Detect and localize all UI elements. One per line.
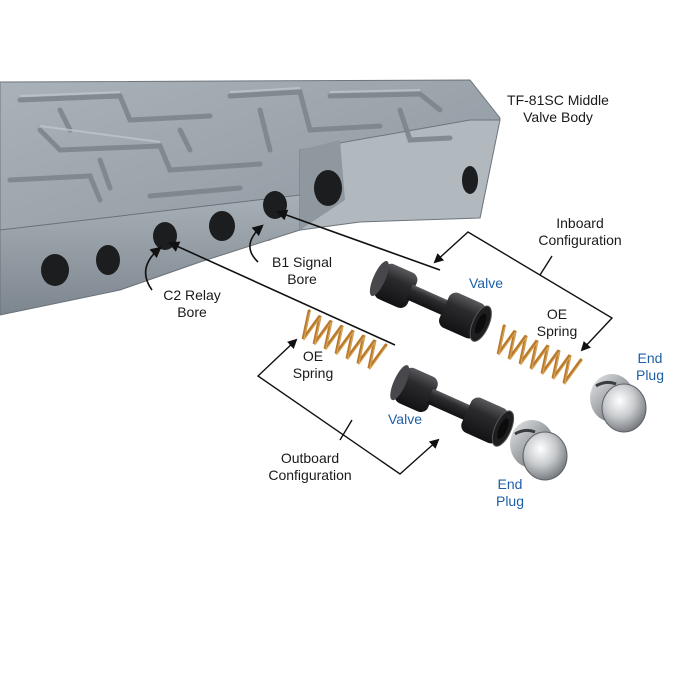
inboard-spring <box>496 324 583 385</box>
outboard-end-plug <box>510 420 568 481</box>
title-line-1: TF-81SC Middle <box>507 92 609 108</box>
valve-body-casting <box>0 79 501 316</box>
inboard-valve-label: Valve <box>469 275 503 291</box>
inboard-configuration-label: Inboard Configuration <box>538 215 622 248</box>
b1-signal-bore-label: B1 Signal Bore <box>272 254 332 287</box>
b1-label-curve <box>249 224 264 263</box>
outboard-end-plug-label: End Plug <box>495 476 525 509</box>
c2-label-curve <box>144 246 162 291</box>
inboard-spring-label: OE Spring <box>536 306 578 339</box>
c2-relay-bore-label: C2 Relay Bore <box>163 287 221 320</box>
outboard-spring-label: OE Spring <box>292 348 334 381</box>
inboard-end-plug <box>590 374 647 433</box>
inboard-end-plug-label: End Plug <box>635 350 665 383</box>
inboard-bracket <box>433 231 614 352</box>
title-line-2: Valve Body <box>523 109 593 125</box>
inboard-valve <box>369 261 492 342</box>
page-title: TF-81SC Middle Valve Body <box>494 92 622 126</box>
outboard-spring <box>301 309 388 370</box>
c2-bore-arrow <box>167 241 396 346</box>
bore-arrows <box>144 209 441 346</box>
outboard-valve <box>390 365 515 447</box>
outboard-valve-label: Valve <box>388 411 422 427</box>
outboard-bracket <box>256 338 440 475</box>
outboard-configuration-label: Outboard Configuration <box>268 450 352 483</box>
b1-bore-arrow <box>275 209 441 271</box>
